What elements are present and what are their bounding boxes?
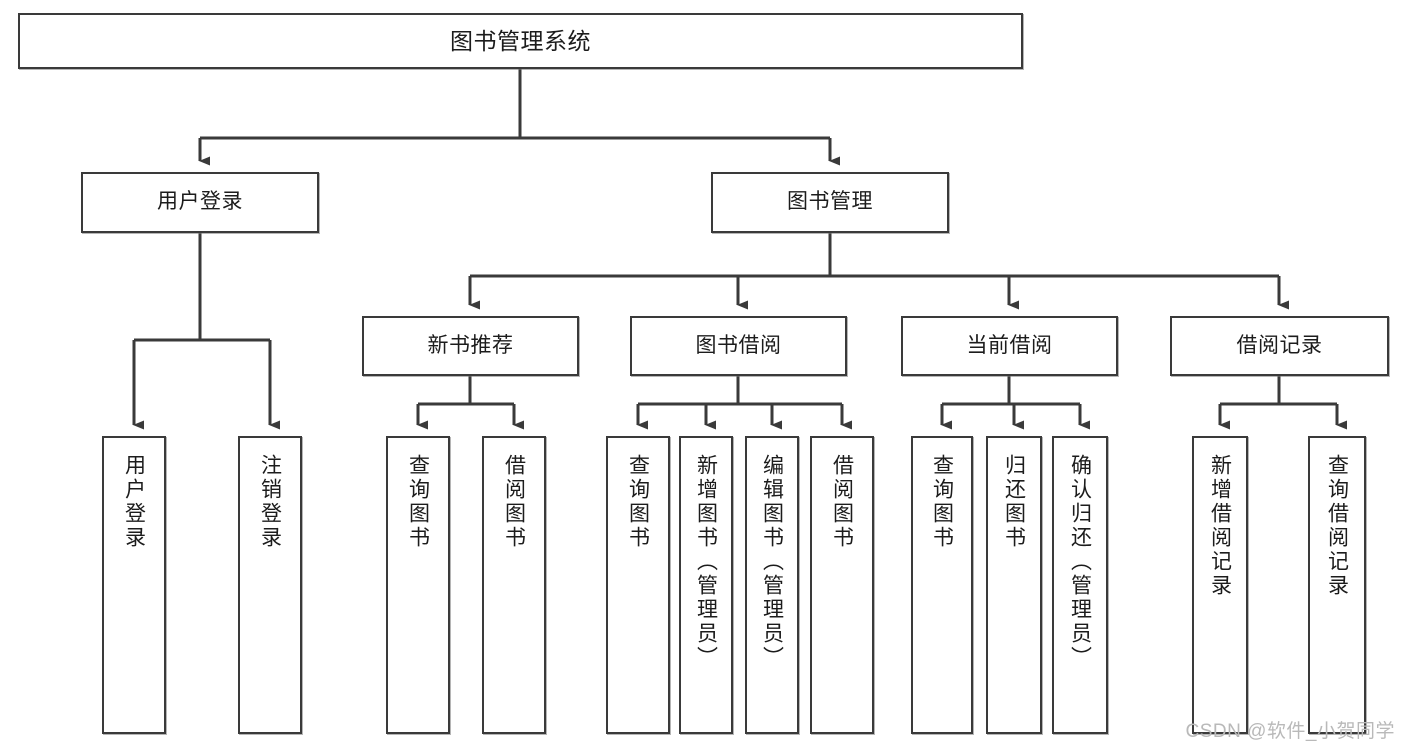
leaf-add-borrow-record[interactable]: 新增借阅记录 <box>1192 436 1248 734</box>
leaf-borrow-book-new-label: 借阅图书 <box>502 454 526 550</box>
leaf-user-login[interactable]: 用户登录 <box>102 436 166 734</box>
node-root[interactable]: 图书管理系统 <box>18 13 1023 69</box>
leaf-user-logout-label: 注销登录 <box>258 454 282 550</box>
leaf-add-book-admin-label: 新增图书（管理员） <box>694 454 718 670</box>
leaf-add-borrow-record-label: 新增借阅记录 <box>1208 454 1232 598</box>
leaf-query-book-current[interactable]: 查询图书 <box>911 436 973 734</box>
leaf-return-book[interactable]: 归还图书 <box>986 436 1042 734</box>
leaf-edit-book-admin[interactable]: 编辑图书（管理员） <box>745 436 799 734</box>
leaf-borrow-book-new[interactable]: 借阅图书 <box>482 436 546 734</box>
node-book-manage-label: 图书管理 <box>787 190 873 214</box>
node-borrow-record[interactable]: 借阅记录 <box>1170 316 1389 376</box>
leaf-query-borrow-record[interactable]: 查询借阅记录 <box>1308 436 1366 734</box>
node-book-borrow[interactable]: 图书借阅 <box>630 316 847 376</box>
leaf-confirm-return-admin[interactable]: 确认归还（管理员） <box>1052 436 1108 734</box>
leaf-query-book-borrow[interactable]: 查询图书 <box>606 436 670 734</box>
node-root-label: 图书管理系统 <box>450 27 591 54</box>
node-new-book-recommend[interactable]: 新书推荐 <box>362 316 579 376</box>
node-new-book-recommend-label: 新书推荐 <box>427 333 514 357</box>
leaf-user-logout[interactable]: 注销登录 <box>238 436 302 734</box>
leaf-query-book-current-label: 查询图书 <box>930 454 954 550</box>
leaf-query-book-new-label: 查询图书 <box>406 454 430 550</box>
leaf-user-login-label: 用户登录 <box>122 454 146 550</box>
leaf-add-book-admin[interactable]: 新增图书（管理员） <box>679 436 733 734</box>
leaf-query-book-borrow-label: 查询图书 <box>626 454 650 550</box>
node-book-borrow-label: 图书借阅 <box>695 333 782 357</box>
node-current-borrow-label: 当前借阅 <box>966 333 1053 357</box>
leaf-query-borrow-record-label: 查询借阅记录 <box>1325 454 1349 598</box>
leaf-query-book-new[interactable]: 查询图书 <box>386 436 450 734</box>
node-book-manage[interactable]: 图书管理 <box>711 172 949 233</box>
node-user-login[interactable]: 用户登录 <box>81 172 319 233</box>
node-current-borrow[interactable]: 当前借阅 <box>901 316 1118 376</box>
leaf-edit-book-admin-label: 编辑图书（管理员） <box>760 454 784 670</box>
leaf-return-book-label: 归还图书 <box>1002 454 1026 550</box>
leaf-confirm-return-admin-label: 确认归还（管理员） <box>1068 454 1092 670</box>
leaf-borrow-book-borrow-label: 借阅图书 <box>830 454 854 550</box>
node-borrow-record-label: 借阅记录 <box>1236 333 1323 357</box>
node-user-login-label: 用户登录 <box>157 190 243 214</box>
leaf-borrow-book-borrow[interactable]: 借阅图书 <box>810 436 874 734</box>
